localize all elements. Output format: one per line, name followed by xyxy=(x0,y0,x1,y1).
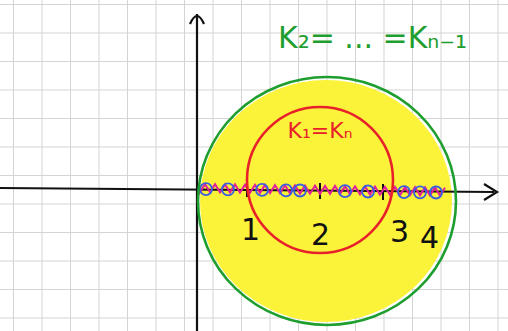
blue-circle xyxy=(398,186,410,198)
blue-circle xyxy=(256,184,268,196)
axis-number: 4 xyxy=(420,220,439,256)
y-axis-arrow xyxy=(190,16,204,24)
blue-circle xyxy=(414,186,426,198)
blue-circles xyxy=(200,183,442,198)
blue-circle xyxy=(222,183,234,195)
blue-circle xyxy=(294,185,306,197)
green-disk: K₂= ... =Kₙ₋₁K₁=Kₙ xyxy=(196,75,458,327)
axis-number: 3 xyxy=(390,214,409,250)
blue-circle xyxy=(362,186,374,198)
axis-number: 2 xyxy=(311,217,330,253)
circle-outline xyxy=(196,75,458,327)
yellow-region xyxy=(200,80,452,322)
blue-circle xyxy=(280,184,292,196)
axis-number: 1 xyxy=(241,212,260,248)
blue-circle xyxy=(430,187,442,199)
blue-circle xyxy=(339,185,351,197)
x-axis-arrow xyxy=(484,184,497,200)
disk-label: K₂= ... =Kₙ₋₁ xyxy=(278,20,467,56)
blue-circle xyxy=(200,183,212,195)
circle-outline xyxy=(198,77,456,325)
magenta-squiggle xyxy=(200,184,445,196)
y-axis xyxy=(196,14,198,331)
disk-label: K₁=Kₙ xyxy=(245,118,395,144)
